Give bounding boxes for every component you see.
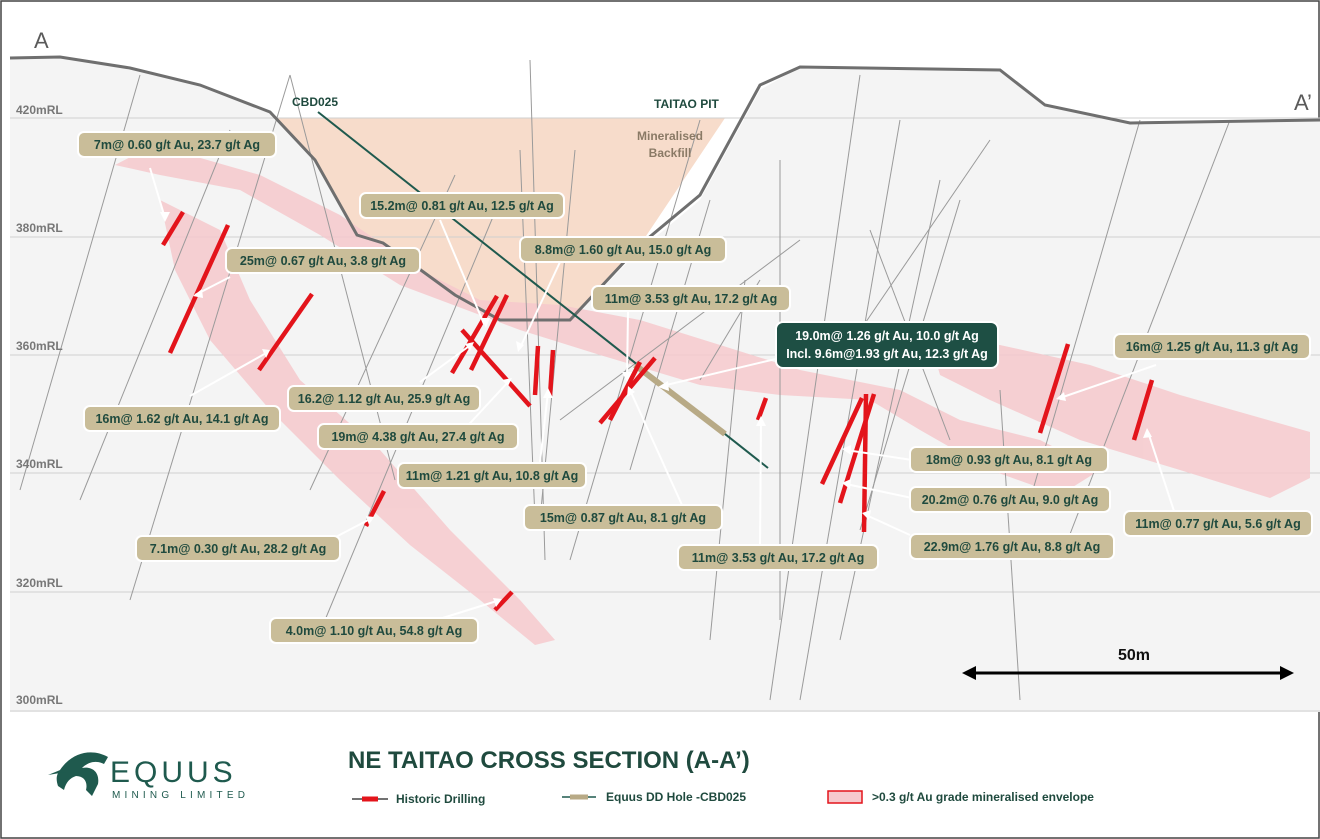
intercept-callout: 11m@ 3.53 g/t Au, 17.2 g/t Ag [677, 544, 879, 571]
scale-bar: 50m [962, 647, 1294, 680]
intercept-callout: 22.9m@ 1.76 g/t Au, 8.8 g/t Ag [909, 533, 1115, 560]
intercept-callout: 25m@ 0.67 g/t Au, 3.8 g/t Ag [225, 247, 421, 274]
equus-logo: EQUUS MINING LIMITED [48, 752, 249, 801]
callout-arrowheads [160, 212, 1152, 607]
pit-label: TAITAO PIT [654, 97, 720, 111]
intercept-text: 22.9m@ 1.76 g/t Au, 8.8 g/t Ag [924, 540, 1101, 554]
pink-envelope-icon [827, 790, 863, 804]
intercept-text: 25m@ 0.67 g/t Au, 3.8 g/t Ag [240, 254, 406, 268]
intercept-text: 16m@ 1.62 g/t Au, 14.1 g/t Ag [95, 412, 268, 426]
intercept-callout: 18m@ 0.93 g/t Au, 8.1 g/t Ag [909, 446, 1109, 473]
cbd025-highlight-callout: 19.0m@ 1.26 g/t Au, 10.0 g/t Ag Incl. 9.… [775, 321, 999, 369]
scale-bar-label: 50m [1118, 647, 1150, 664]
intercept-callouts: 7m@ 0.60 g/t Au, 23.7 g/t Ag 25m@ 0.67 g… [77, 131, 1313, 644]
intercept-callout: 4.0m@ 1.10 g/t Au, 54.8 g/t Ag [269, 617, 479, 644]
intercept-callout: 15m@ 0.87 g/t Au, 8.1 g/t Ag [523, 504, 723, 531]
intercept-text: 11m@ 1.21 g/t Au, 10.8 g/t Ag [406, 469, 578, 483]
intercept-text: 16m@ 1.25 g/t Au, 11.3 g/t Ag [1126, 340, 1298, 354]
legend-item-envelope: >0.3 g/t Au grade mineralised envelope [827, 790, 1094, 804]
intercept-callout: 19m@ 4.38 g/t Au, 27.4 g/t Ag [317, 423, 519, 450]
intercept-text: 15m@ 0.87 g/t Au, 8.1 g/t Ag [540, 511, 706, 525]
intercept-callout: 15.2m@ 0.81 g/t Au, 12.5 g/t Ag [359, 192, 565, 219]
intercept-text: 15.2m@ 0.81 g/t Au, 12.5 g/t Ag [370, 199, 554, 213]
historic-intercepts [161, 210, 1155, 612]
intercept-callout: 11m@ 3.53 g/t Au, 17.2 g/t Ag [591, 285, 791, 312]
intercept-callout: 16.2@ 1.12 g/t Au, 25.9 g/t Ag [287, 385, 481, 412]
intercept-callout: 7m@ 0.60 g/t Au, 23.7 g/t Ag [77, 131, 277, 158]
cbd025-mineralised-interval [633, 362, 727, 437]
figure-title: NE TAITAO CROSS SECTION (A-A’) [348, 747, 750, 774]
horse-mane-icon [48, 766, 70, 775]
intercept-callout: 16m@ 1.62 g/t Au, 14.1 g/t Ag [83, 405, 281, 432]
intercept-text: 11m@ 3.53 g/t Au, 17.2 g/t Ag [605, 292, 777, 306]
elevation-label: 340mRL [16, 457, 63, 471]
backfill-label-line2: Backfill [649, 146, 692, 160]
intercept-text: 18m@ 0.93 g/t Au, 8.1 g/t Ag [926, 453, 1092, 467]
legend-item-equus-dd: Equus DD Hole -CBD025 [562, 790, 746, 804]
intercept-callout: 16m@ 1.25 g/t Au, 11.3 g/t Ag [1113, 333, 1311, 360]
elevation-labels: 420mRL 380mRL 360mRL 340mRL 320mRL 300mR… [16, 103, 63, 707]
intercept-callout: 7.1m@ 0.30 g/t Au, 28.2 g/t Ag [135, 535, 341, 562]
intercept-text: 8.8m@ 1.60 g/t Au, 15.0 g/t Ag [535, 243, 712, 257]
section-end-a-prime: A’ [1294, 90, 1312, 115]
legend-item-historic: Historic Drilling [352, 792, 485, 806]
intercept-text: 16.2@ 1.12 g/t Au, 25.9 g/t Ag [298, 392, 470, 406]
section-end-a: A [34, 28, 49, 53]
intercept-text: 7m@ 0.60 g/t Au, 23.7 g/t Ag [94, 138, 260, 152]
intercept-text: 11m@ 0.77 g/t Au, 5.6 g/t Ag [1135, 517, 1300, 531]
intercept-callout: 11m@ 0.77 g/t Au, 5.6 g/t Ag [1123, 510, 1313, 537]
intercept-text: 19m@ 4.38 g/t Au, 27.4 g/t Ag [331, 430, 504, 444]
intercept-text: 20.2m@ 0.76 g/t Au, 9.0 g/t Ag [922, 493, 1099, 507]
legend-label: >0.3 g/t Au grade mineralised envelope [872, 790, 1094, 804]
intercept-text: 7.1m@ 0.30 g/t Au, 28.2 g/t Ag [150, 542, 327, 556]
elevation-label: 360mRL [16, 339, 63, 353]
highlight-line2: Incl. 9.6m@1.93 g/t Au, 12.3 g/t Ag [786, 347, 988, 361]
logo-subtitle: MINING LIMITED [112, 790, 249, 801]
horse-head-icon [56, 752, 108, 796]
cbd025-hole-label: CBD025 [292, 95, 338, 109]
intercept-callout: 11m@ 1.21 g/t Au, 10.8 g/t Ag [397, 462, 587, 489]
legend-label: Equus DD Hole -CBD025 [606, 790, 746, 804]
intercept-callout: 8.8m@ 1.60 g/t Au, 15.0 g/t Ag [519, 236, 727, 263]
elevation-label: 300mRL [16, 693, 63, 707]
highlight-line1: 19.0m@ 1.26 g/t Au, 10.0 g/t Ag [795, 329, 979, 343]
intercept-callout: 20.2m@ 0.76 g/t Au, 9.0 g/t Ag [909, 486, 1111, 513]
legend-label: Historic Drilling [396, 792, 485, 806]
legend: Historic Drilling Equus DD Hole -CBD025 … [352, 790, 1094, 806]
elevation-label: 320mRL [16, 576, 63, 590]
elevation-label: 420mRL [16, 103, 63, 117]
backfill-label-line1: Mineralised [637, 129, 703, 143]
intercept-text: 4.0m@ 1.10 g/t Au, 54.8 g/t Ag [286, 624, 463, 638]
logo-word: EQUUS [110, 756, 237, 789]
intercept-text: 11m@ 3.53 g/t Au, 17.2 g/t Ag [692, 551, 864, 565]
elevation-label: 380mRL [16, 221, 63, 235]
